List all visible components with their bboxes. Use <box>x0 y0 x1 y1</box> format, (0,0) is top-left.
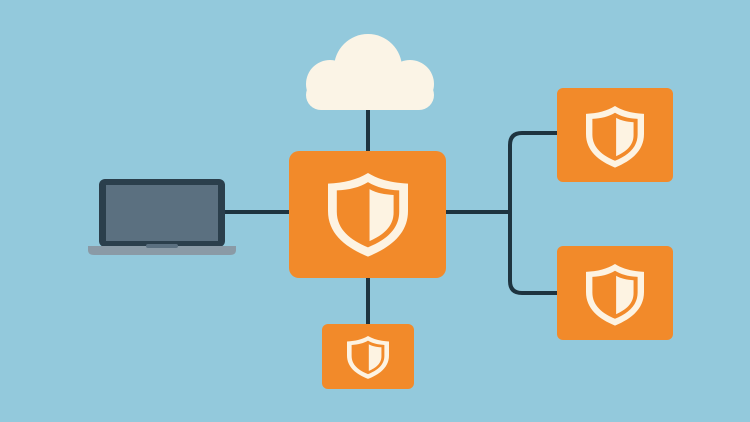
laptop-icon <box>88 179 236 255</box>
central-firewall-node[interactable] <box>289 151 446 278</box>
branch-node-bottom[interactable] <box>322 324 414 389</box>
connectors <box>222 102 559 327</box>
branch-node-bottom-right[interactable] <box>557 246 673 340</box>
cloud-icon <box>306 34 434 110</box>
branch-node-top-right[interactable] <box>557 88 673 182</box>
connector-right-branches <box>508 131 559 295</box>
